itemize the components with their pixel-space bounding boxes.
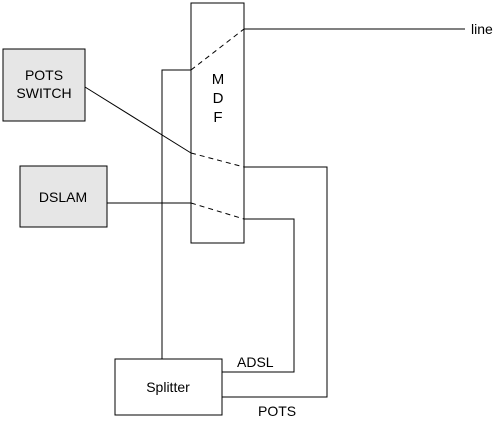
pots-switch-label-line2: SWITCH bbox=[16, 85, 71, 101]
pots-switch-label-line1: POTS bbox=[25, 67, 63, 83]
dslam-label: DSLAM bbox=[39, 189, 87, 205]
pots-switch-box bbox=[2, 48, 86, 122]
splitter-label: Splitter bbox=[146, 379, 190, 395]
pots-label: POTS bbox=[258, 403, 296, 419]
mdf-box bbox=[190, 2, 245, 244]
adsl-wire bbox=[222, 218, 295, 373]
adsl-label: ADSL bbox=[237, 354, 274, 370]
mdf-jumper-pots bbox=[190, 152, 245, 168]
mdf-jumper-top bbox=[190, 28, 245, 71]
pots-switch-wire bbox=[84, 86, 192, 154]
mdf-letter-f: F bbox=[213, 109, 222, 126]
pots-wire bbox=[222, 166, 328, 398]
mdf-jumper-adsl bbox=[190, 202, 245, 220]
dslam-box bbox=[19, 165, 108, 228]
splitter-box bbox=[114, 358, 223, 416]
mdf-letter-m: M bbox=[212, 71, 225, 88]
line-label: line bbox=[471, 21, 493, 37]
splitter-line-wire bbox=[161, 69, 191, 359]
mdf-letter-d: D bbox=[213, 90, 224, 107]
